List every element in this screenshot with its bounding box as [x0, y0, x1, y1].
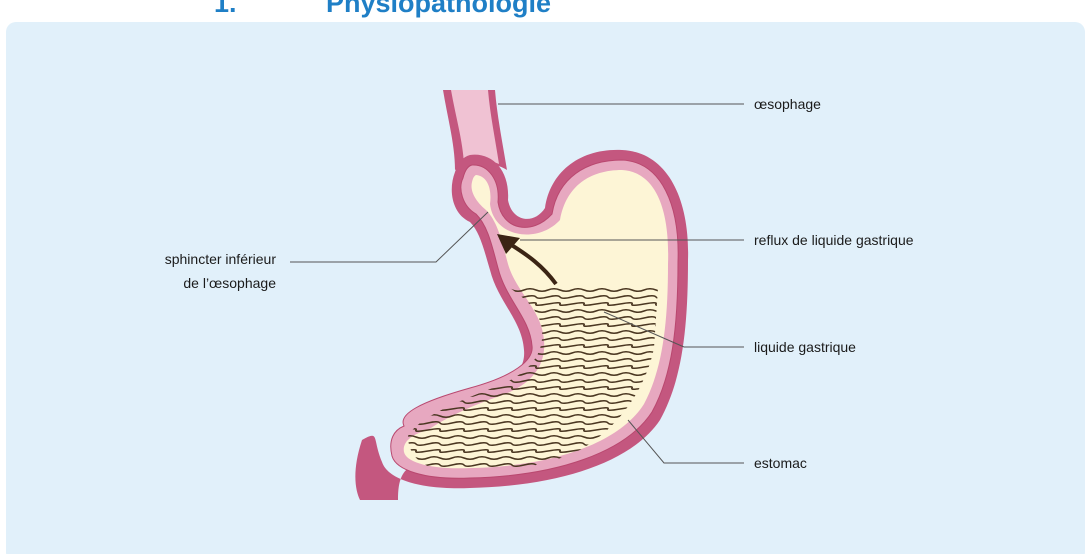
leader-line-sphincter — [290, 212, 488, 262]
label-gastric-liquid: liquide gastrique — [754, 339, 856, 355]
label-sphincter-line2: de l’œsophage — [183, 275, 276, 291]
label-stomach: estomac — [754, 455, 807, 471]
label-reflux: reflux de liquide gastrique — [754, 232, 914, 248]
label-sphincter-line1: sphincter inférieur — [165, 251, 277, 267]
label-oesophagus: œsophage — [754, 96, 821, 112]
